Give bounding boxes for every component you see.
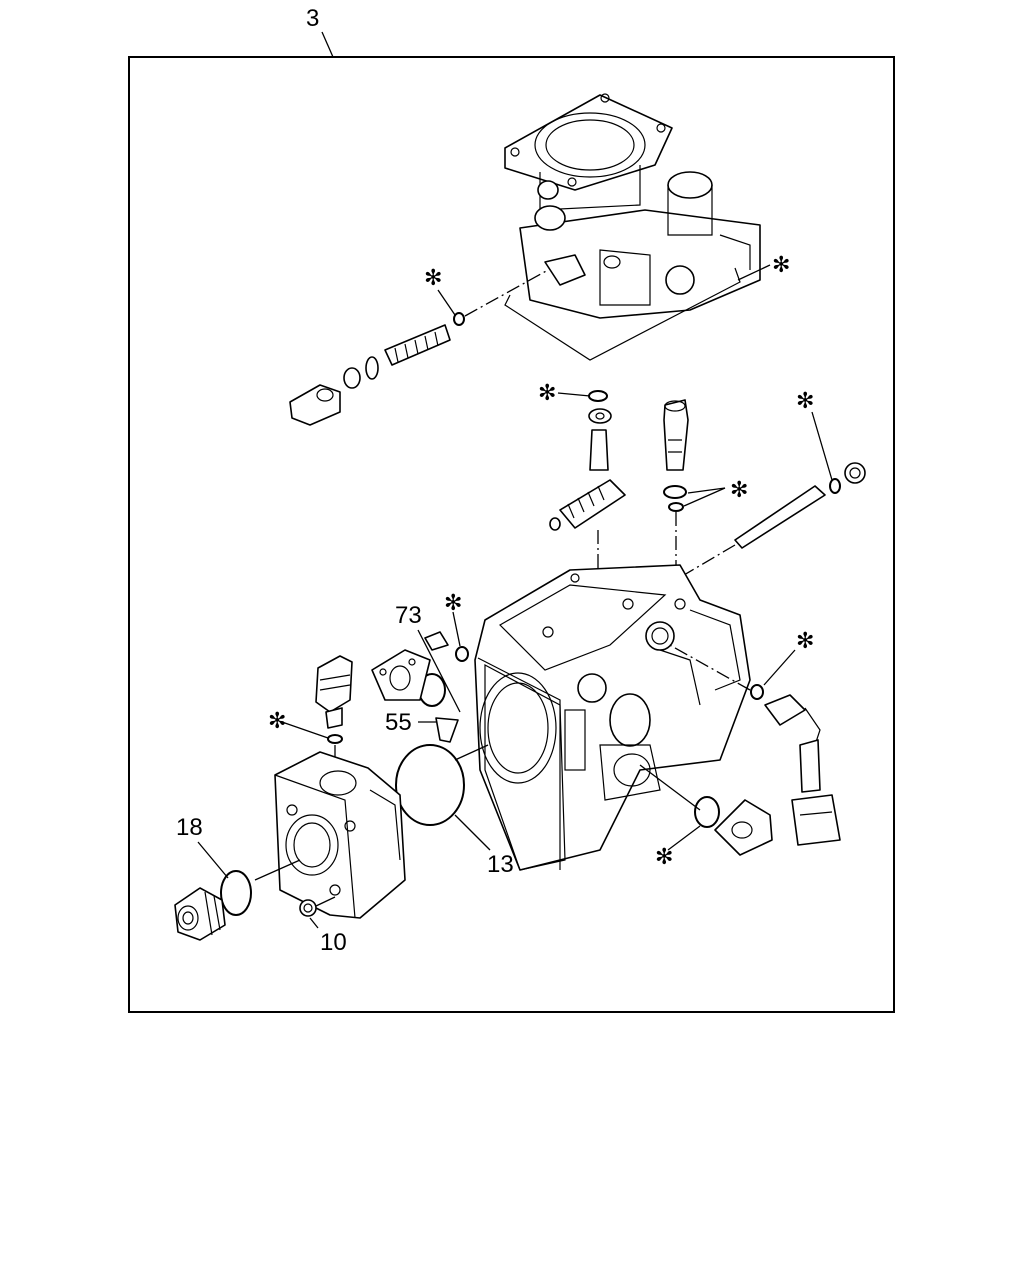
marker-gasket-top: ✻ xyxy=(772,253,790,278)
bolt-flange[interactable] xyxy=(424,631,449,651)
leader-washer-10 xyxy=(315,896,336,907)
leader-oring-18-housing xyxy=(254,859,301,881)
oring-right-sensor[interactable] xyxy=(750,684,764,700)
oring-rod[interactable] xyxy=(829,478,841,494)
nut-upper[interactable] xyxy=(343,367,361,389)
leader-gasket-top xyxy=(737,264,771,281)
oring-18[interactable] xyxy=(220,870,252,916)
leader-oring-mid-right-b xyxy=(683,487,726,507)
temperature-sensor[interactable] xyxy=(764,694,806,726)
sensor-lead[interactable] xyxy=(799,739,821,793)
injection-pump-main-body[interactable] xyxy=(474,564,751,871)
marker-oring-rod: ✻ xyxy=(796,389,814,414)
leader-oring-right-sensor xyxy=(763,649,796,686)
adjust-screw[interactable] xyxy=(289,384,341,426)
washer-10[interactable] xyxy=(299,899,317,917)
washer-mid-left[interactable] xyxy=(588,408,612,424)
callout-73-leader xyxy=(417,629,461,713)
marker-oring-mid-left: ✻ xyxy=(538,381,556,406)
governor-housing[interactable] xyxy=(504,93,761,319)
callout-13-leader xyxy=(454,814,491,851)
leader-oring-bottom-right xyxy=(639,764,701,811)
centerline-right-sensor xyxy=(667,643,751,691)
leader-oring-mid-left xyxy=(557,392,591,397)
marker-oring-bottom-right: ✻ xyxy=(655,845,673,870)
marker-washer-flange: ✻ xyxy=(444,591,462,616)
leader-oring-valve xyxy=(281,721,329,739)
oring-bottom-right[interactable] xyxy=(694,796,720,828)
oring-mid-left[interactable] xyxy=(588,390,608,402)
marker-oring-right-sensor: ✻ xyxy=(796,629,814,654)
marker-oring-upper: ✻ xyxy=(424,266,442,291)
magnet-valve[interactable] xyxy=(315,655,353,713)
callout-assembly-leader xyxy=(321,31,334,58)
sensor-connector[interactable] xyxy=(791,794,841,846)
callout-assembly-label[interactable]: 3 xyxy=(306,5,319,32)
leader-oring-13-body xyxy=(454,744,489,761)
oring-13[interactable] xyxy=(395,744,465,826)
assembly-frame xyxy=(128,56,895,1013)
washer-flange[interactable] xyxy=(455,646,469,662)
flange-plate[interactable] xyxy=(371,649,431,701)
cover-plate[interactable] xyxy=(714,799,773,856)
callout-18-leader xyxy=(197,841,229,879)
oring-mid-right-b[interactable] xyxy=(668,502,684,512)
callout-73-label[interactable]: 73 xyxy=(395,602,422,629)
callout-13-label[interactable]: 13 xyxy=(487,851,514,878)
leader-oring-upper xyxy=(437,289,456,316)
control-rod[interactable] xyxy=(734,485,826,549)
bracket-55[interactable] xyxy=(435,717,459,743)
leader-star-bottom-right xyxy=(667,825,701,851)
callout-10-leader xyxy=(309,917,319,929)
valve-stem[interactable] xyxy=(589,429,609,471)
leader-oring-mid-right-a xyxy=(687,487,726,494)
plug[interactable] xyxy=(174,887,226,941)
callout-10-label[interactable]: 10 xyxy=(320,929,347,956)
washer-upper[interactable] xyxy=(365,356,379,380)
leader-oring-rod xyxy=(811,411,833,481)
nut-rod[interactable] xyxy=(844,462,866,484)
oring-valve[interactable] xyxy=(327,734,343,744)
marker-oring-valve: ✻ xyxy=(268,709,286,734)
marker-oring-mid-right: ✻ xyxy=(730,478,748,503)
callout-55-label[interactable]: 55 xyxy=(385,709,412,736)
callout-18-label[interactable]: 18 xyxy=(176,814,203,841)
oring-mid-right-a[interactable] xyxy=(663,485,687,499)
delivery-valve-housing[interactable] xyxy=(274,751,406,919)
leader-washer-flange xyxy=(452,611,461,647)
centerline-upper-shaft xyxy=(464,269,549,317)
gasket-top[interactable] xyxy=(504,267,741,361)
threaded-shaft[interactable] xyxy=(384,324,451,366)
oring-upper[interactable] xyxy=(453,312,465,326)
